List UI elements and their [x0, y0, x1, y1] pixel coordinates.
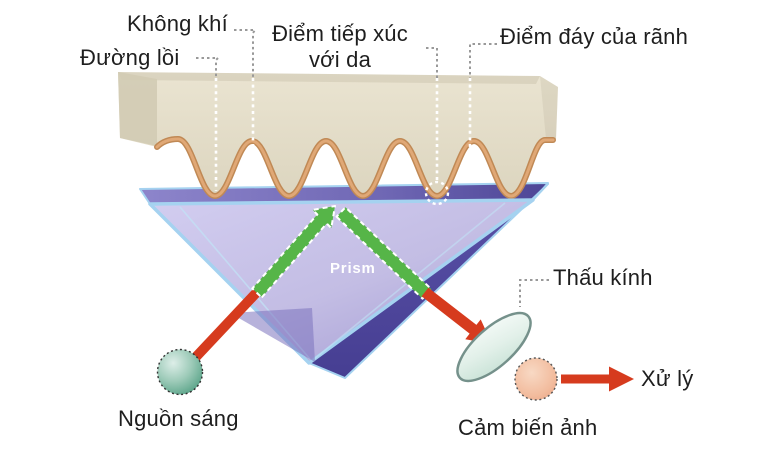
- label-skin-contact-line2: với da: [308, 46, 372, 72]
- prism-inner-shadow: [230, 308, 315, 362]
- finger-left-face: [118, 72, 157, 146]
- label-ridge: Đường lồi: [80, 45, 180, 70]
- label-image-sensor: Cảm biến ảnh: [458, 415, 598, 440]
- label-groove-bottom: Điểm đáy của rãnh: [500, 24, 689, 49]
- finger-top-shade: [118, 72, 540, 84]
- label-air: Không khí: [127, 11, 228, 36]
- beam-incident-red: [190, 288, 261, 363]
- image-sensor-shape: [514, 357, 558, 401]
- label-skin-contact: Điểm tiếp xúc với da: [255, 21, 425, 73]
- lens-shape: [456, 311, 532, 383]
- label-light-source: Nguồn sáng: [118, 406, 239, 431]
- label-lens: Thấu kính: [553, 265, 653, 290]
- finger-block: [118, 72, 558, 196]
- beam-green-down: [335, 206, 433, 300]
- label-prism: Prism: [330, 260, 376, 277]
- ridge-wave-highlight: [155, 137, 555, 198]
- contact-point-marker: [424, 180, 450, 206]
- label-connectors: [196, 29, 549, 307]
- beam-green-up-arrow: [251, 205, 336, 299]
- light-source-shape: [156, 348, 204, 396]
- marker-lines-white: [214, 78, 472, 191]
- finger-right-face: [540, 76, 558, 139]
- label-skin-contact-line1: Điểm tiếp xúc: [272, 21, 408, 46]
- beam-exit-red-arrow: [421, 287, 492, 344]
- processing-arrow: [561, 366, 634, 392]
- label-processing: Xử lý: [641, 366, 694, 391]
